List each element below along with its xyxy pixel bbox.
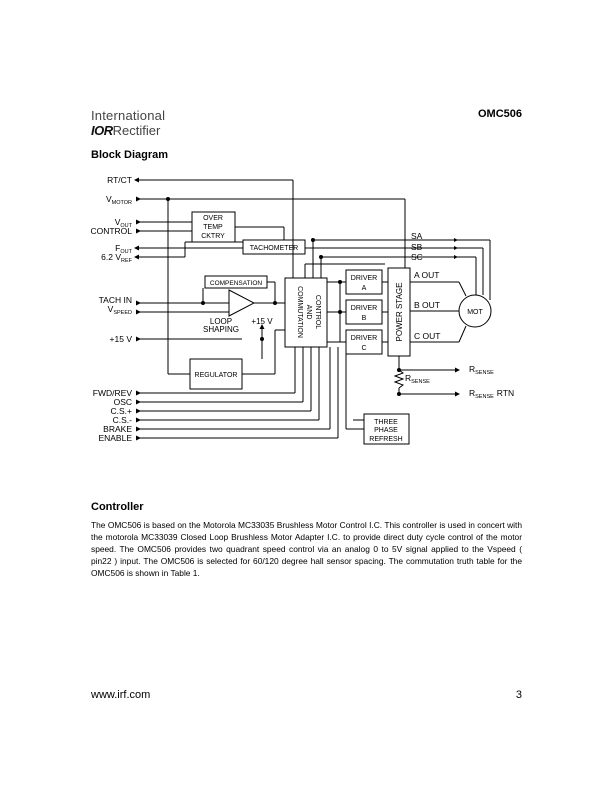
pin-enable: ENABLE (98, 433, 132, 443)
svg-text:VMOTOR: VMOTOR (106, 194, 132, 206)
pin-a-out: A OUT (414, 270, 440, 280)
commutation-label-3: CONTROL (314, 295, 321, 329)
pin-c-out: C OUT (414, 331, 440, 341)
loop-shaping-amplifier (228, 289, 256, 317)
pin-cs-plus: C.S.+ (111, 406, 133, 416)
compensation-label: COMPENSATION (210, 280, 263, 287)
driver-a-label-1: DRIVER (351, 275, 377, 282)
over-temp-label-1: OVER (203, 215, 223, 222)
commutation-label-1: COMMUTATION (296, 286, 303, 338)
pin-sc: SC (411, 252, 423, 262)
driver-b-label-1: DRIVER (351, 305, 377, 312)
driver-b-label-2: B (362, 315, 367, 322)
page-number: 3 (515, 689, 522, 701)
pin-cs-minus: C.S.- (113, 415, 133, 425)
pin-osc: OSC (114, 397, 132, 407)
three-phase-label-3: REFRESH (369, 436, 402, 443)
svg-text:RSENSE: RSENSE (405, 373, 430, 385)
block-diagram-title: Block Diagram (91, 149, 169, 161)
document-part-number: OMC506 (477, 108, 522, 120)
driver-a-label-2: A (362, 285, 367, 292)
driver-c-label-2: C (361, 345, 366, 352)
company-logo-line1: International (91, 108, 166, 123)
svg-text:FOUT: FOUT (115, 243, 132, 255)
svg-text:VOUT: VOUT (115, 217, 133, 229)
pin-b-out: B OUT (414, 300, 440, 310)
svg-text:RSENSE: RSENSE (469, 364, 494, 376)
pin-vspeed: V (108, 304, 114, 314)
pin-sb: SB (411, 242, 423, 252)
pin-rsense-rtn: R (469, 388, 475, 398)
tachometer-block (242, 239, 306, 255)
company-logo-rectifier: Rectifier (112, 123, 161, 138)
tachometer-label: TACHOMETER (250, 245, 298, 252)
svg-text:VSPEED: VSPEED (108, 304, 132, 316)
over-temp-label-2: TEMP (203, 224, 223, 231)
over-temp-label-3: CKTRY (201, 233, 225, 240)
controller-title: Controller (91, 501, 144, 513)
pin-vmotor: V (106, 194, 112, 204)
internal-plus-15v-label: +15 V (251, 317, 273, 326)
pin-tach-in: TACH IN (99, 295, 132, 305)
pin-control: CONTROL (90, 226, 132, 236)
company-logo-line2: IORRectifier (91, 123, 160, 138)
pin-rt-ct: RT/CT (107, 175, 132, 185)
loop-shaping-label-1: LOOP (210, 317, 232, 326)
pin-rsense: R (469, 364, 475, 374)
three-phase-label-2: PHASE (374, 427, 398, 434)
power-stage-label: POWER STAGE (395, 283, 404, 342)
commutation-label-2: AND (305, 305, 312, 320)
loop-shaping-label-2: SHAPING (203, 325, 239, 334)
motor-label: MOT (467, 309, 483, 316)
svg-text:6.2 VREF: 6.2 VREF (101, 252, 132, 264)
controller-body-text: The OMC506 is based on the Motorola MC33… (91, 520, 522, 579)
pin-brake: BRAKE (103, 424, 132, 434)
pin-plus-15v: +15 V (110, 334, 133, 344)
ior-logo-mark: IOR (91, 123, 113, 138)
pin-fout: F (115, 243, 120, 253)
pin-vout: V (115, 217, 121, 227)
internal-rsense-label: R (405, 373, 411, 383)
pin-vref: 6.2 V (101, 252, 121, 262)
three-phase-label-1: THREE (374, 419, 398, 426)
footer-url: www.irf.com (91, 689, 151, 701)
pin-sa: SA (411, 231, 423, 241)
driver-c-label-1: DRIVER (351, 335, 377, 342)
pin-fwd-rev: FWD/REV (93, 388, 133, 398)
regulator-label: REGULATOR (195, 372, 238, 379)
